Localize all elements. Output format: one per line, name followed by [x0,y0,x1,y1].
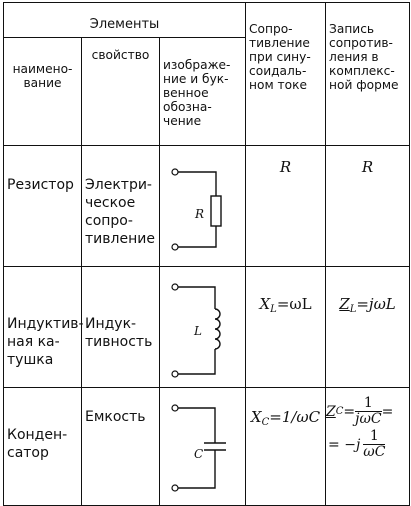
symbol-label: C [194,447,203,461]
header-name: наимено- вание [3,37,82,146]
resistor-symbol: R [158,145,247,267]
row-name: Резистор [3,145,82,267]
header-symbol: изображе- ние и бук- венное обозна- чени… [158,37,247,146]
row-name: Конден- сатор [3,387,82,506]
complex-cell: ZL=jωL [325,266,411,388]
row-property: Электри- ческое сопро- тивление [81,145,160,267]
header-complex-form: Запись сопротив- ления в комплекс- ной ф… [325,2,411,146]
symbol-label: L [193,324,202,338]
row-property: Индук- тивность [81,266,160,388]
header-sin-resistance: Сопро- тивление при сину- соидаль- ном т… [245,2,327,146]
sin-resistance-cell: XC=1/ωC [245,387,327,506]
inductor-symbol: L [158,266,247,388]
row-property: Емкость [81,387,160,506]
table-row: Резистор Электри- ческое сопро- тивление… [3,145,411,267]
capacitor-icon: C [171,404,226,492]
inductor-icon: L [171,283,221,378]
header-property: свойство [81,37,160,146]
table-row: Индуктив- ная ка- тушка Индук- тивность … [3,266,411,388]
capacitor-symbol: C [158,387,247,506]
sin-resistance-cell: XL=ωL [245,266,327,388]
complex-cell: R [325,145,411,267]
resistor-icon: R [171,168,222,251]
symbol-label: R [194,207,204,221]
group-header: Элементы [2,2,247,38]
row-name: Индуктив- ная ка- тушка [3,266,84,388]
sin-resistance-cell: R [245,145,327,267]
